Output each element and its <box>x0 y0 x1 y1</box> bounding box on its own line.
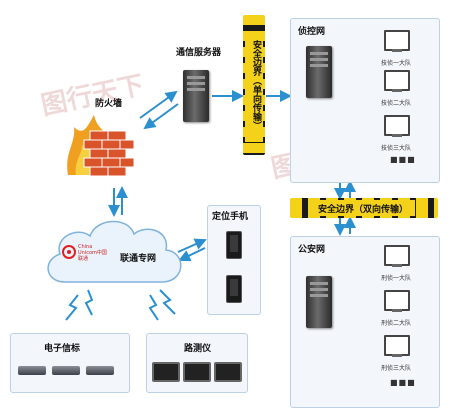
security-boundary-twoway-text-bg <box>315 200 415 216</box>
beacon-panel <box>10 333 130 393</box>
police-terminal-2-icon <box>384 290 410 312</box>
security-boundary-oneway-text-bg <box>245 38 263 142</box>
police-server-icon <box>306 276 332 328</box>
recon-network-panel <box>290 18 440 183</box>
phone-1-icon <box>226 231 242 259</box>
firewall-label: 防火墙 <box>95 99 123 109</box>
comm-server-icon <box>183 70 209 122</box>
arrow-cloud-phone <box>177 238 207 253</box>
recon-terminal-2-label: 技侦二大队 <box>381 100 412 107</box>
security-boundary-twoway-label: 安全边界（双向传输） <box>318 205 409 215</box>
police-terminal-3-icon <box>384 335 410 357</box>
beacon-3-icon <box>86 366 114 375</box>
police-network-panel <box>290 236 440 408</box>
unicom-network-label: 联通专网 <box>120 254 157 264</box>
police-terminal-1-icon <box>384 245 410 267</box>
firewall-icon <box>67 115 135 177</box>
positioning-phone-label: 定位手机 <box>212 212 249 222</box>
recon-terminal-1-label: 技侦一大队 <box>381 60 412 67</box>
security-boundary-oneway-label: 安全边界（单向传输） <box>251 40 261 130</box>
recon-terminal-3-icon <box>384 115 410 137</box>
wireless-zigzag-2 <box>65 294 79 321</box>
police-more-dots: ■■■ <box>390 378 416 387</box>
recon-terminal-2-icon <box>384 70 410 92</box>
police-terminal-2-label: 刑侦二大队 <box>381 320 412 327</box>
arrow-firewall-server <box>139 90 178 119</box>
tester-1-icon <box>152 362 180 382</box>
recon-terminal-3-label: 技侦三大队 <box>381 145 412 152</box>
comm-server-label: 通信服务器 <box>176 48 222 58</box>
unicom-logo-icon <box>62 245 76 259</box>
beacon-2-icon <box>52 366 80 375</box>
wireless-zigzag-1 <box>84 289 94 316</box>
police-terminal-3-label: 刑侦三大队 <box>381 365 412 372</box>
police-terminal-1-label: 刑侦一大队 <box>381 275 412 282</box>
unicom-logo-text: China Unicom中国联通 <box>78 244 107 262</box>
arrow-server-firewall <box>143 103 179 130</box>
tester-3-icon <box>214 362 242 382</box>
wireless-zigzag-3 <box>148 294 159 321</box>
road-tester-label: 路测仪 <box>184 344 212 354</box>
beacon-1-icon <box>18 366 46 375</box>
tester-2-icon <box>183 362 211 382</box>
police-network-label: 公安网 <box>298 245 326 255</box>
phone-2-icon <box>226 275 242 303</box>
recon-network-label: 侦控网 <box>298 27 326 37</box>
unicom-cloud-icon <box>47 220 182 283</box>
recon-terminal-1-icon <box>384 30 410 52</box>
wireless-zigzag-4 <box>159 289 176 315</box>
beacon-label: 电子信标 <box>44 344 81 354</box>
arrow-phone-cloud <box>178 247 206 262</box>
recon-server-icon <box>306 46 332 98</box>
recon-more-dots: ■■■ <box>390 155 416 164</box>
